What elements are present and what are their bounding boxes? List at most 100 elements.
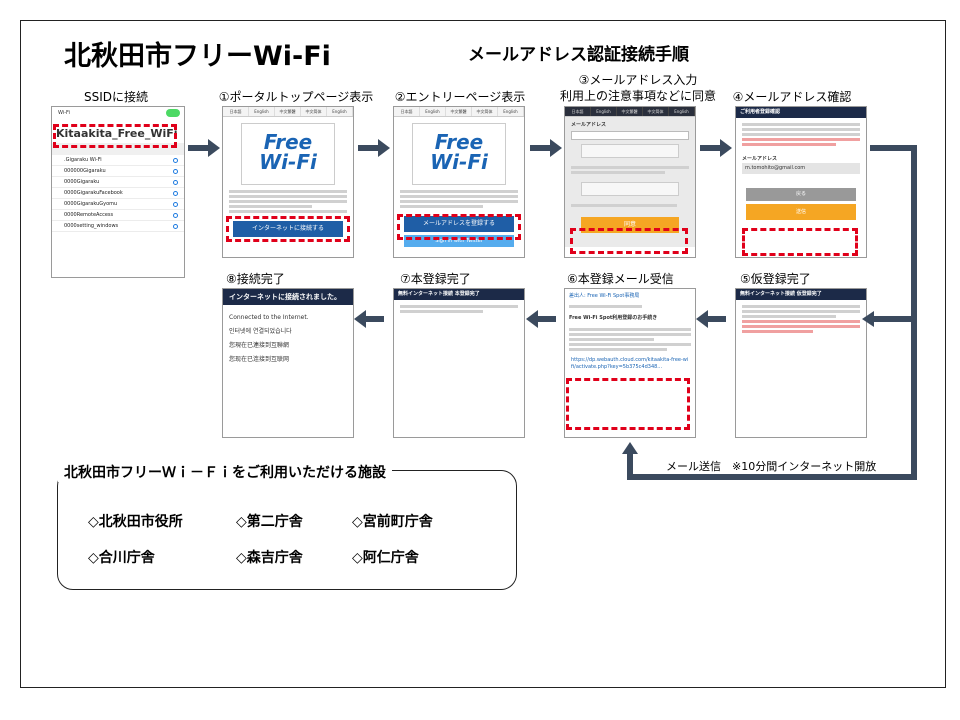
language-tabs: 日本語 English 中文繁體 中文简体 English xyxy=(394,107,524,117)
list-item[interactable]: 0000GigarakuFacebook xyxy=(52,188,184,199)
language-tabs: 日本語 English 中文繁體 中文简体 English xyxy=(223,107,353,117)
connected-messages: Connected to the Internet. 인터넷에 연결되었습니다 … xyxy=(229,314,309,363)
ssid-name[interactable]: Kitaakita_Free_WiFi xyxy=(56,127,178,140)
temp-text xyxy=(736,300,866,338)
arrow-right-icon xyxy=(188,139,220,157)
facility-item: ◇阿仁庁舎 xyxy=(352,550,419,566)
free-wifi-logo: Free Wi-Fi xyxy=(241,123,335,185)
highlight-register xyxy=(397,214,521,240)
facility-item: ◇第二庁舎 xyxy=(236,514,303,530)
language-tabs: 日本語 English 中文繁體 中文简体 English xyxy=(565,107,695,117)
arrow-left-icon xyxy=(862,311,874,327)
send-button[interactable]: 送信 xyxy=(746,204,856,220)
back-button[interactable]: 戻る xyxy=(746,188,856,201)
arrow-up-icon xyxy=(622,442,638,454)
email-section-label: メールアドレス xyxy=(571,122,607,128)
connected-header: インターネットに接続されました。 xyxy=(223,289,353,305)
tab-language[interactable]: 中文繁體 xyxy=(275,107,301,116)
step-label-ssid: SSIDに接続 xyxy=(83,90,148,104)
security-button[interactable] xyxy=(581,182,679,196)
email-value: m.tomohito@gmail.com xyxy=(742,163,860,174)
free-wifi-logo: Free Wi-Fi xyxy=(412,123,506,185)
email-label: メールアドレス xyxy=(742,156,778,162)
network-list: .Gigaraku Wi-Fi 000000Gigaraku 0000Gigar… xyxy=(52,155,184,232)
arrow-right-icon xyxy=(700,139,732,157)
wifi-icon xyxy=(173,180,178,185)
wifi-icon xyxy=(173,213,178,218)
facility-item: ◇宮前町庁舎 xyxy=(352,514,433,530)
highlight-send xyxy=(742,228,858,256)
step-label-6: ⑥本登録メール受信 xyxy=(567,272,674,286)
step-label-1: ①ポータルトップページ表示 xyxy=(218,90,374,104)
tab-language[interactable]: 日本語 xyxy=(394,107,420,116)
toggle-icon[interactable] xyxy=(166,109,180,117)
portal-screen: 日本語 English 中文繁體 中文简体 English Free Wi-Fi… xyxy=(222,106,354,258)
step-label-5: ⑤仮登録完了 xyxy=(740,272,811,286)
list-item[interactable]: .Gigaraku Wi-Fi xyxy=(52,155,184,166)
highlight-agree xyxy=(570,228,688,254)
connected-screen: インターネットに接続されました。 Connected to the Intern… xyxy=(222,288,354,438)
tab-language[interactable]: 中文繁體 xyxy=(446,107,472,116)
mail-connector-line xyxy=(627,319,917,480)
list-item[interactable]: 0000GigarakuGyomu xyxy=(52,199,184,210)
arrow-left-icon xyxy=(696,310,726,328)
page-subtitle: メールアドレス認証接続手順 xyxy=(468,45,689,65)
confirm-text xyxy=(736,118,866,151)
tab-language[interactable]: English xyxy=(498,107,524,116)
step-label-8: ⑧接続完了 xyxy=(226,272,285,286)
registered-header: 無料インターネット接続 本登録完了 xyxy=(394,289,524,300)
register-email-button[interactable]: メールアドレスを登録する xyxy=(404,216,514,232)
tab-language[interactable]: 日本語 xyxy=(223,107,249,116)
page-frame xyxy=(20,20,946,688)
mail-note: メール送信 ※10分間インターネット開放 xyxy=(666,460,877,473)
list-item[interactable]: 000000Gigaraku xyxy=(52,166,184,177)
terms-button[interactable] xyxy=(581,144,679,158)
tab-language[interactable]: 中文繁體 xyxy=(617,107,643,116)
highlight-link xyxy=(566,378,690,430)
tab-language[interactable]: English xyxy=(591,107,617,116)
arrow-right-icon xyxy=(358,139,390,157)
email-entry-screen: 日本語 English 中文繁體 中文简体 English メールアドレス 同意 xyxy=(564,106,696,258)
step-label-3a: ③メールアドレス入力 xyxy=(578,73,698,87)
tab-language[interactable]: English xyxy=(420,107,446,116)
step-label-3b: 利用上の注意事項などに同意 xyxy=(559,89,716,103)
highlight-ssid xyxy=(53,124,177,148)
activation-link[interactable]: https://dp.webauth.cloud.com/kitaakita-f… xyxy=(571,357,689,370)
tab-language[interactable]: English xyxy=(669,107,695,116)
notice-text xyxy=(223,185,353,218)
registered-screen: 無料インターネット接続 本登録完了 xyxy=(393,288,525,438)
connector-line xyxy=(870,145,917,322)
wifi-icon xyxy=(173,224,178,229)
temp-registered-screen: 無料インターネット接続 仮登録完了 xyxy=(735,288,867,438)
step-label-4: ④メールアドレス確認 xyxy=(732,90,852,104)
tab-language[interactable]: 中文简体 xyxy=(472,107,498,116)
tab-language[interactable]: English xyxy=(249,107,275,116)
tab-language[interactable]: 中文简体 xyxy=(643,107,669,116)
tab-language[interactable]: 中文简体 xyxy=(301,107,327,116)
facility-item: ◇森吉庁舎 xyxy=(236,550,303,566)
wifi-icon xyxy=(173,202,178,207)
facility-item: ◇合川庁舎 xyxy=(88,550,155,566)
step-label-2: ②エントリーページ表示 xyxy=(394,90,526,104)
highlight-connect xyxy=(226,216,350,242)
tab-language[interactable]: English xyxy=(327,107,353,116)
confirm-header: ご利用者登録確認 xyxy=(736,107,866,118)
notice-text xyxy=(394,185,524,213)
list-item[interactable]: 0000RemoteAccess xyxy=(52,210,184,221)
tab-language[interactable]: 日本語 xyxy=(565,107,591,116)
connect-internet-button[interactable]: インターネットに接続する xyxy=(233,221,343,237)
arrow-left-icon xyxy=(526,310,556,328)
registered-text xyxy=(394,300,524,318)
temp-header: 無料インターネット接続 仮登録完了 xyxy=(736,289,866,300)
arrow-right-icon xyxy=(530,139,562,157)
page-title: 北秋田市フリーWi-Fi xyxy=(64,41,331,72)
list-item[interactable]: 0000setting_windows xyxy=(52,221,184,232)
list-item[interactable]: 0000Gigaraku xyxy=(52,177,184,188)
wifi-icon xyxy=(173,169,178,174)
email-input[interactable] xyxy=(571,131,689,140)
facility-item: ◇北秋田市役所 xyxy=(88,514,183,530)
wifi-icon xyxy=(173,191,178,196)
facility-heading: 北秋田市フリーＷｉ－Ｆｉをご利用いただける施設 xyxy=(58,462,392,482)
arrow-left-icon xyxy=(354,310,384,328)
